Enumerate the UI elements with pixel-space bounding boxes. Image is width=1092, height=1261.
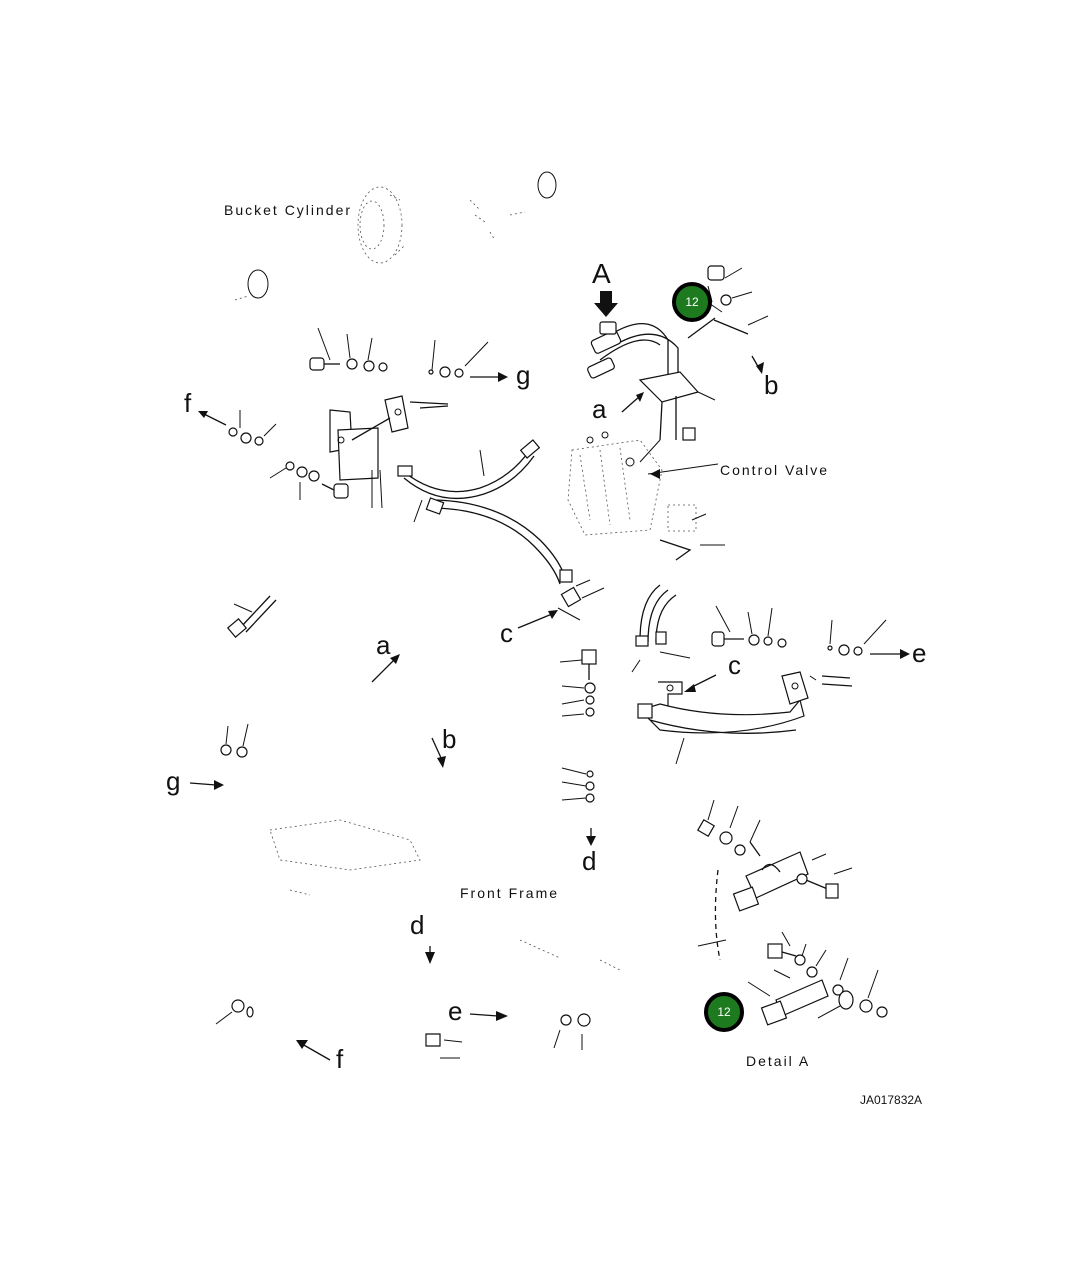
view-a-arrow [594, 291, 618, 317]
ref-a-top: a [592, 394, 607, 424]
view-a-label: A [592, 258, 611, 289]
fasteners-left-row [228, 410, 349, 500]
drawing-code: JA017832A [860, 1093, 922, 1107]
fastener-stack-center [559, 649, 597, 803]
bolt-left [226, 595, 277, 638]
bucket-cylinder-drawing [234, 171, 557, 301]
detail-a-drawing [696, 799, 888, 1026]
upper-hose-assembly [587, 265, 769, 463]
main-hoses [397, 439, 605, 608]
fasteners-top-row [309, 327, 489, 378]
ref-g-left: g [166, 766, 180, 796]
ref-c-left: c [500, 618, 513, 648]
ref-g-top: g [516, 360, 530, 390]
fasteners-right-top [711, 605, 887, 656]
bucket-cylinder-label: Bucket Cylinder [224, 202, 352, 218]
callout-badge-detail: 12 [704, 992, 744, 1032]
callout-number-top: 12 [685, 295, 699, 309]
control-valve-label: Control Valve [720, 462, 829, 478]
ref-a-left: a [376, 630, 391, 660]
ref-b-mid: b [442, 724, 456, 754]
callout-number-detail: 12 [717, 1005, 731, 1019]
clamp-bracket [637, 671, 853, 765]
front-frame-drawing [269, 819, 621, 971]
ref-d-mid: d [582, 846, 596, 876]
ref-d-bottom: d [410, 910, 424, 940]
ref-f-left: f [184, 388, 192, 418]
fasteners-g-left [220, 723, 249, 758]
right-hoses [631, 584, 691, 673]
detail-a-label: Detail A [746, 1053, 810, 1069]
ref-c-right: c [728, 650, 741, 680]
callout-badge-top: 12 [672, 282, 712, 322]
control-valve-drawing [567, 431, 725, 561]
fasteners-bottom [215, 999, 591, 1059]
ref-f-bottom: f [336, 1044, 344, 1074]
ref-e-bottom: e [448, 996, 462, 1026]
ref-b-top: b [764, 370, 778, 400]
left-bracket-assembly [329, 395, 449, 509]
ref-e-right: e [912, 638, 926, 668]
front-frame-label: Front Frame [460, 885, 559, 901]
